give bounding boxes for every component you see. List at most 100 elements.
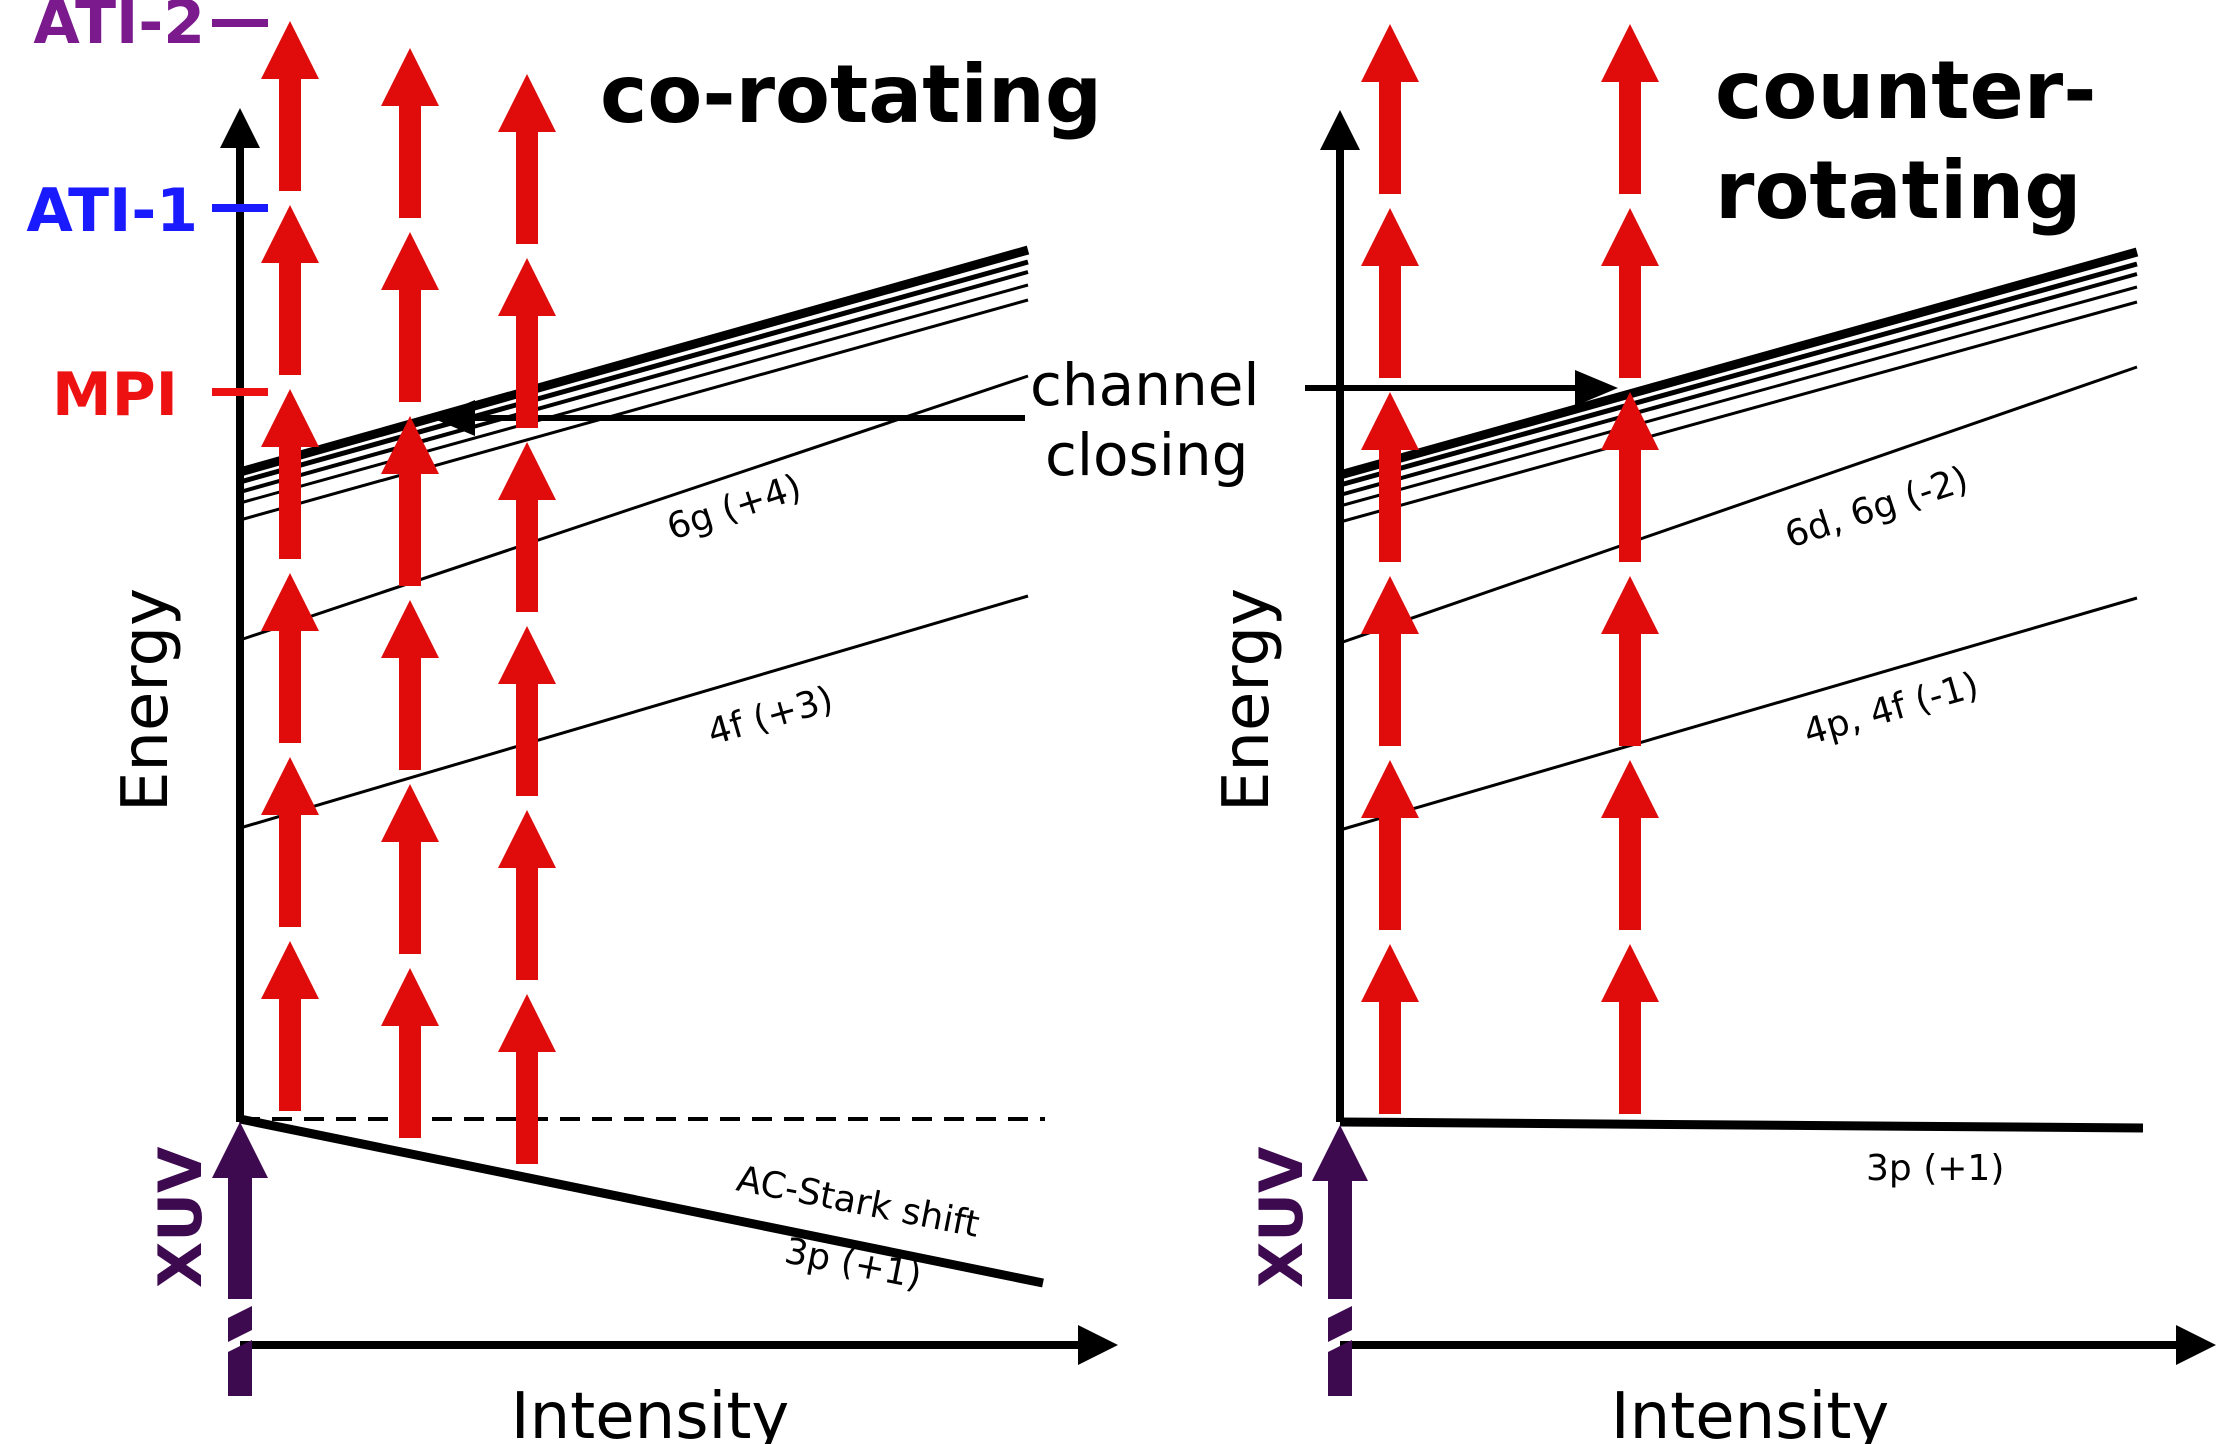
photon-arrowhead xyxy=(261,389,319,447)
right-xuv-break-marks xyxy=(1328,1306,1352,1396)
left-panel-title: co-rotating xyxy=(600,48,1102,141)
right-ladder-1 xyxy=(1361,24,1419,1114)
right-x-axis-label: Intensity xyxy=(1611,1380,1890,1444)
left-y-axis-label: Energy xyxy=(109,588,183,812)
photon-arrow-shaft xyxy=(516,314,538,428)
photon-arrowhead xyxy=(1361,208,1419,266)
photon-arrow-shaft xyxy=(399,840,421,954)
right-xuv-arrow-shaft xyxy=(1328,1175,1352,1299)
photon-arrow-shaft xyxy=(516,682,538,796)
left-ladder-3 xyxy=(498,74,556,1164)
right-y-axis-label: Energy xyxy=(1210,588,1284,812)
ati1-level-label: ATI-1 xyxy=(26,176,198,246)
left-state-4f-label: 4f (+3) xyxy=(703,679,838,754)
left-xuv-arrowhead xyxy=(212,1122,268,1178)
left-panel: ATI-2 ATI-1 MPI co-rotating Energy Inten… xyxy=(26,0,1118,1444)
photon-arrowhead xyxy=(381,416,439,474)
photon-arrowhead xyxy=(1361,944,1419,1002)
right-xuv-arrowhead xyxy=(1312,1125,1368,1181)
photon-arrow-shaft xyxy=(1619,264,1641,378)
photon-arrow-shaft xyxy=(1619,816,1641,930)
channel-closing-label-line2: closing xyxy=(1045,421,1248,489)
right-ground-line xyxy=(1339,1117,2144,1133)
photon-arrow-shaft xyxy=(399,472,421,586)
channel-closing-arrow-left-head xyxy=(432,400,475,436)
ati2-level-label: ATI-2 xyxy=(33,0,205,58)
photon-arrowhead xyxy=(261,573,319,631)
photon-arrowhead xyxy=(1601,944,1659,1002)
left-stark-label: AC-Stark shift xyxy=(733,1159,982,1246)
right-state-4p4f-label: 4p, 4f (-1) xyxy=(1799,665,1983,754)
photon-arrowhead xyxy=(498,442,556,500)
photon-arrowhead xyxy=(1361,576,1419,634)
mpi-level-label: MPI xyxy=(52,360,178,430)
right-x-axis-arrowhead xyxy=(2176,1325,2216,1365)
left-x-axis-arrowhead xyxy=(1078,1325,1118,1365)
photon-arrow-shaft xyxy=(1379,448,1401,562)
right-state-4p4f-line xyxy=(1339,596,2138,832)
photon-arrowhead xyxy=(1601,208,1659,266)
photon-arrow-shaft xyxy=(1379,632,1401,746)
photon-arrowhead xyxy=(498,74,556,132)
photon-arrow-shaft xyxy=(1619,1000,1641,1114)
left-ladder-2 xyxy=(381,48,439,1138)
left-state-6g-label: 6g (+4) xyxy=(662,467,806,549)
photon-arrowhead xyxy=(261,21,319,79)
left-rydberg-bundle xyxy=(238,245,1030,522)
photon-ladders xyxy=(261,21,1659,1164)
photon-arrowhead xyxy=(498,994,556,1052)
photon-arrow-shaft xyxy=(279,261,301,375)
photon-arrowhead xyxy=(498,626,556,684)
left-ladder-1 xyxy=(261,21,319,1111)
right-state-6d6g-label: 6d, 6g (-2) xyxy=(1780,459,1973,557)
photon-arrowhead xyxy=(1601,392,1659,450)
photon-arrowhead xyxy=(381,48,439,106)
right-y-axis-arrowhead xyxy=(1320,110,1360,150)
right-panel-title-line1: counter- xyxy=(1715,44,2096,137)
photon-arrowhead xyxy=(261,941,319,999)
photon-arrow-shaft xyxy=(516,1050,538,1164)
photon-arrowhead xyxy=(1601,760,1659,818)
channel-closing-label-line1: channel xyxy=(1030,351,1260,419)
right-xuv-label: XUV xyxy=(1247,1146,1317,1288)
photon-arrow-shaft xyxy=(279,997,301,1111)
photon-arrowhead xyxy=(381,784,439,842)
photon-arrow-shaft xyxy=(1379,80,1401,194)
photon-arrowhead xyxy=(498,810,556,868)
photon-arrow-shaft xyxy=(1379,1000,1401,1114)
photon-arrowhead xyxy=(381,968,439,1026)
left-state-4f-line xyxy=(239,594,1029,830)
photon-arrowhead xyxy=(381,232,439,290)
photon-arrow-shaft xyxy=(279,629,301,743)
photon-arrow-shaft xyxy=(1619,448,1641,562)
right-ladder-2 xyxy=(1601,24,1659,1114)
photon-arrowhead xyxy=(1601,24,1659,82)
photon-arrow-shaft xyxy=(279,813,301,927)
photon-arrowhead xyxy=(1361,392,1419,450)
photon-arrow-shaft xyxy=(399,104,421,218)
photon-arrowhead xyxy=(1361,24,1419,82)
photon-arrowhead xyxy=(261,205,319,263)
photon-arrowhead xyxy=(498,258,556,316)
photon-arrowhead xyxy=(261,757,319,815)
photon-arrowhead xyxy=(1361,760,1419,818)
right-ground-state-label: 3p (+1) xyxy=(1866,1148,2004,1189)
left-x-axis-label: Intensity xyxy=(511,1380,790,1444)
left-stark-shift-line xyxy=(239,1114,1044,1288)
photon-arrow-shaft xyxy=(1379,816,1401,930)
photon-arrow-shaft xyxy=(516,130,538,244)
right-rydberg-bundle xyxy=(1338,247,2139,524)
left-xuv-label: XUV xyxy=(146,1146,216,1288)
photon-arrow-shaft xyxy=(516,498,538,612)
right-panel-title-line2: rotating xyxy=(1715,144,2082,237)
photon-arrow-shaft xyxy=(516,866,538,980)
photon-arrow-shaft xyxy=(279,77,301,191)
photon-arrow-shaft xyxy=(1379,264,1401,378)
left-xuv-arrow-shaft xyxy=(228,1172,252,1299)
photon-arrowhead xyxy=(1601,576,1659,634)
photon-arrow-shaft xyxy=(279,445,301,559)
left-y-axis-arrowhead xyxy=(220,108,260,148)
right-state-6d6g-line xyxy=(1339,365,2138,645)
photon-arrow-shaft xyxy=(1619,632,1641,746)
